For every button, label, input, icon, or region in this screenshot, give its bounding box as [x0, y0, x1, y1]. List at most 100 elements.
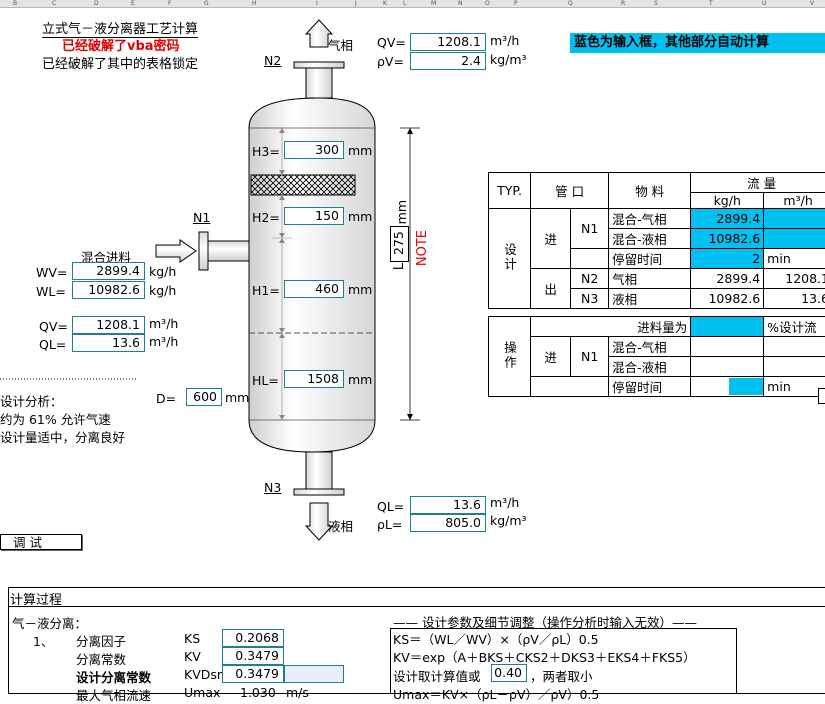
- op-mix-liquid-label: 混合-液相: [608, 356, 692, 377]
- h1-label: H1=: [252, 283, 280, 298]
- d-field[interactable]: 600: [186, 388, 222, 406]
- feed-qv-field[interactable]: 1208.1: [72, 316, 145, 334]
- l-unit: mm: [394, 200, 409, 225]
- wl-field[interactable]: 10982.6: [72, 281, 145, 299]
- scroll-stub[interactable]: [818, 388, 825, 404]
- feed-ql-field[interactable]: 13.6: [72, 334, 145, 352]
- bottom-rhol-unit: kg/m³: [490, 513, 527, 528]
- flow-header: 流 量: [690, 172, 825, 193]
- demister-pad: [250, 174, 356, 196]
- n3-kgh-value: 10982.6: [690, 288, 765, 309]
- gas-outlet-arrow: [304, 19, 334, 48]
- h3-label: H3=: [252, 144, 280, 159]
- feed-ql-label: QL=: [39, 337, 67, 352]
- column-letter[interactable]: P: [514, 0, 518, 7]
- h2-field[interactable]: 150: [284, 207, 344, 225]
- design-constant-label: 设计分离常数: [76, 670, 152, 685]
- typ-header: TYP.: [487, 172, 532, 209]
- residence-input[interactable]: 2: [690, 248, 765, 269]
- column-letter[interactable]: D: [94, 0, 99, 7]
- op-mix-liquid-kgh: [690, 356, 765, 377]
- max-speed-unit: m/s: [286, 685, 309, 700]
- design-analysis-line2: 设计量适中，分离良好: [0, 430, 126, 445]
- d-label: D=: [156, 391, 177, 406]
- cracked-vba-note: 已经破解了vba密码: [62, 39, 180, 54]
- column-letter[interactable]: R: [621, 0, 626, 7]
- debug-button[interactable]: 调 试: [0, 534, 82, 550]
- column-letter[interactable]: L: [403, 0, 407, 7]
- top-rhov-field[interactable]: 2.4: [410, 52, 486, 70]
- sep-constant-label: 分离常数: [76, 652, 127, 667]
- op-mix-gas-label: 混合-气相: [608, 336, 692, 357]
- column-letter[interactable]: F: [168, 0, 172, 7]
- bottom-rhol-field[interactable]: 805.0: [410, 514, 486, 532]
- bottom-rhol-label: ρL=: [377, 517, 403, 532]
- residence-unit: min: [763, 248, 825, 269]
- n2-m3h-value: 1208.1: [763, 268, 825, 289]
- wl-label: WL=: [36, 284, 66, 299]
- top-qv-unit: m³/h: [490, 33, 520, 48]
- bottom-ql-field[interactable]: 13.6: [410, 496, 486, 514]
- op-mix-liquid-m3h: [763, 356, 825, 377]
- input-hint-banner: 蓝色为输入框，其他部分自动计算: [570, 33, 825, 53]
- formula-box: [390, 628, 737, 693]
- m3h-header: m³/h: [763, 192, 825, 209]
- sep-constant-symbol: KV: [184, 649, 201, 664]
- column-letter[interactable]: Q: [568, 0, 573, 7]
- design-analysis-line1: 约为 61% 允许气速: [0, 412, 111, 427]
- column-letter[interactable]: M: [431, 0, 437, 7]
- wv-field[interactable]: 2899.4: [72, 262, 145, 280]
- mix-gas-m3h-input[interactable]: [763, 208, 825, 229]
- mix-liquid-kgh-input[interactable]: 10982.6: [690, 228, 765, 249]
- column-letter[interactable]: K: [383, 0, 387, 7]
- residence-label: 停留时间: [608, 248, 692, 269]
- feed-amount-input[interactable]: [690, 316, 765, 337]
- gas-label: 气相: [608, 268, 692, 289]
- nozzle-n2-label: N2: [264, 53, 282, 68]
- column-letter[interactable]: C: [52, 0, 57, 7]
- mix-gas-kgh-input[interactable]: 2899.4: [690, 208, 765, 229]
- column-letter[interactable]: T: [709, 0, 713, 7]
- column-letter[interactable]: U: [762, 0, 767, 7]
- column-letter[interactable]: H: [252, 0, 257, 7]
- column-letter[interactable]: O: [485, 0, 490, 7]
- op-residence-input[interactable]: [729, 378, 764, 395]
- column-letter[interactable]: G: [204, 0, 209, 7]
- column-letter[interactable]: N: [458, 0, 463, 7]
- mix-liquid-label: 混合-液相: [608, 228, 692, 249]
- top-qv-field[interactable]: 1208.1: [410, 33, 486, 51]
- top-qv-label: QV=: [377, 35, 406, 50]
- wv-unit: kg/h: [149, 264, 177, 279]
- n3-m3h-value: 13.6: [763, 288, 825, 309]
- column-header-bar: B C D E F G H I J K L M N O P Q R S T U …: [0, 0, 825, 8]
- column-letter[interactable]: B: [13, 0, 18, 7]
- design-pct-label: %设计流: [763, 316, 825, 337]
- formula-design-pre: 设计取计算值或: [393, 669, 481, 684]
- column-letter[interactable]: J: [355, 0, 357, 7]
- formula-ks: KS＝（WL／WV）×（ρV／ρL）0.5: [393, 632, 599, 647]
- column-letter[interactable]: E: [131, 0, 135, 7]
- design-analysis-title: 设计分析：: [0, 394, 63, 409]
- n2-cell: N2: [570, 268, 610, 289]
- top-nozzle-pipe: [305, 65, 333, 99]
- column-letter[interactable]: V: [810, 0, 815, 7]
- calc-title: 计算过程: [10, 593, 63, 608]
- item-1-label: 1、: [33, 634, 54, 649]
- formula-design-input[interactable]: 0.40: [491, 664, 527, 682]
- sep-constant-value: 0.3479: [222, 647, 284, 665]
- param-title: —— 设计参数及细节调整（操作分析时输入无效）——: [393, 615, 697, 630]
- column-letter[interactable]: I: [316, 0, 318, 7]
- column-letter[interactable]: S: [654, 0, 658, 7]
- n1-cell: N1: [570, 208, 610, 249]
- l-field[interactable]: 275: [390, 226, 409, 262]
- hl-field[interactable]: 1508: [284, 370, 344, 388]
- h1-field[interactable]: 460: [284, 280, 344, 298]
- formula-design-post: ，两者取小: [530, 669, 593, 684]
- h3-field[interactable]: 300: [284, 141, 344, 159]
- n3-cell: N3: [570, 288, 610, 309]
- wl-unit: kg/h: [149, 283, 177, 298]
- mix-liquid-m3h-input[interactable]: [763, 228, 825, 249]
- mixed-feed-label: 混合进料: [81, 250, 132, 265]
- bottom-ql-unit: m³/h: [490, 495, 520, 510]
- note-label: NOTE: [415, 230, 430, 267]
